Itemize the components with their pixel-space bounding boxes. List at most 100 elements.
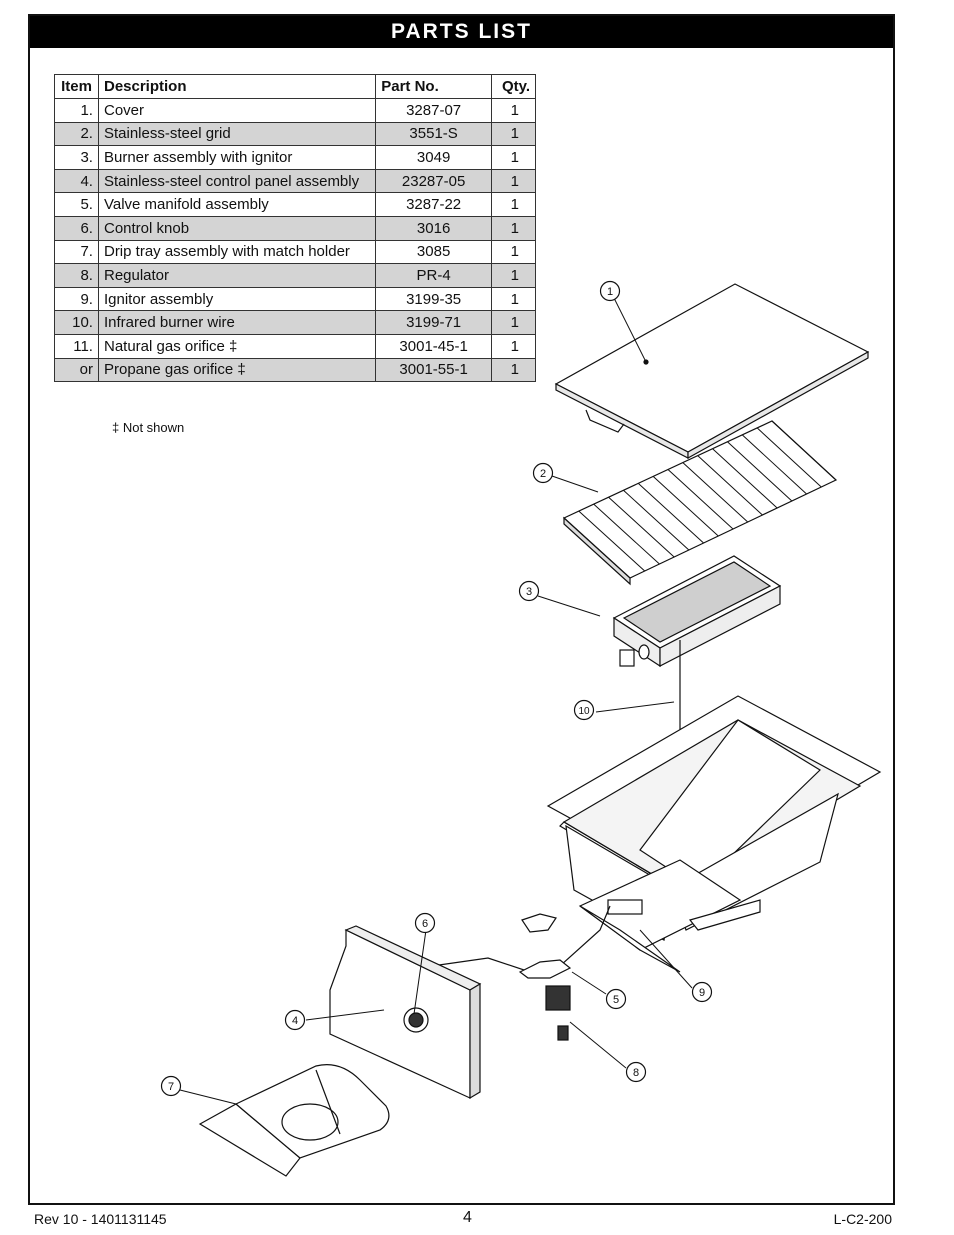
cell-item: 11. (54, 333, 99, 359)
grid-bar (608, 496, 675, 558)
callout-circle (532, 462, 554, 484)
grid-bar (637, 482, 704, 544)
callout-circles: 1 2 3 10 6 4 5 9 8 7 (160, 280, 713, 1097)
page-frame: PARTS LIST Item Description Part No. Qty… (28, 14, 895, 1205)
cell-description: Stainless-steel grid (97, 121, 377, 147)
cell-qty: 1 (491, 98, 536, 123)
burner-drawing (612, 555, 782, 668)
callout-label: 5 (613, 994, 619, 1006)
cell-qty: 1 (491, 357, 536, 383)
cell-qty: 1 (491, 121, 536, 147)
grid-bar (593, 503, 660, 565)
callout-label: 2 (540, 468, 546, 480)
cell-part-no: 3085 (375, 239, 492, 265)
cell-description: Regulator (97, 263, 377, 288)
callout-label: 7 (168, 1081, 174, 1093)
grid-drawing (562, 420, 838, 586)
column-header-part-no: Part No. (375, 74, 492, 99)
callout-circle (518, 580, 540, 602)
grid-bar (623, 489, 690, 551)
cell-part-no: 3287-07 (375, 98, 492, 123)
callout-label: 10 (578, 706, 590, 717)
cell-qty: 1 (491, 263, 536, 288)
cell-description: Ignitor assembly (97, 286, 377, 312)
callout-label: 9 (699, 987, 705, 999)
cell-part-no: 3551-S (375, 121, 492, 147)
cell-qty: 1 (491, 310, 536, 335)
cell-qty: 1 (491, 239, 536, 265)
housing-drawing (546, 695, 882, 973)
callout-circle (691, 981, 713, 1003)
document-code: L-C2-200 (833, 1211, 892, 1227)
grid-bar (771, 420, 837, 481)
cell-item: 6. (54, 215, 99, 241)
cell-description: Natural gas orifice ‡ (97, 333, 377, 359)
cell-part-no: 3199-71 (375, 310, 492, 335)
callout-leaders (179, 297, 693, 1105)
grid-bar (727, 441, 793, 502)
cell-qty: 1 (491, 286, 536, 312)
callout-label: 6 (422, 918, 428, 930)
cover-drawing (554, 283, 870, 460)
column-header-item: Item (54, 74, 99, 99)
table-row: 4.Stainless-steel control panel assembly… (54, 168, 536, 194)
cell-qty: 1 (491, 333, 536, 359)
cell-description: Propane gas orifice ‡ (97, 357, 377, 383)
column-header-description: Description (97, 74, 377, 99)
table-header-row: Item Description Part No. Qty. (54, 74, 536, 99)
not-shown-note: ‡ Not shown (112, 420, 185, 435)
cell-part-no: 3001-45-1 (375, 333, 492, 359)
callout-circle (160, 1075, 182, 1097)
grid-bar (756, 427, 822, 488)
cell-item: 9. (54, 286, 99, 312)
cell-item: 2. (54, 121, 99, 147)
cell-part-no: 3287-22 (375, 192, 492, 217)
grid-bar (697, 455, 763, 516)
drip-tray-drawing (198, 1064, 390, 1177)
cell-description: Drip tray assembly with match holder (97, 239, 377, 265)
cell-item: 8. (54, 263, 99, 288)
revision-label: Rev 10 - 1401131145 (34, 1211, 167, 1227)
callout-circle (625, 1061, 647, 1083)
cell-description: Cover (97, 98, 377, 123)
grid-bar (712, 448, 778, 509)
cell-item: 4. (54, 168, 99, 194)
control-panel-drawing (329, 925, 482, 1100)
cell-part-no: 3016 (375, 215, 492, 241)
cell-item: or (54, 357, 99, 383)
callout-label: 1 (607, 286, 613, 298)
callout-circle (599, 280, 621, 302)
callout-label: 8 (633, 1067, 639, 1079)
cell-qty: 1 (491, 168, 536, 194)
callout-label: 3 (526, 586, 532, 598)
cell-part-no: 3199-35 (375, 286, 492, 312)
cell-part-no: PR-4 (375, 263, 492, 288)
callout-circle (573, 699, 595, 721)
callout-circle (605, 988, 627, 1010)
cell-qty: 1 (491, 145, 536, 170)
cell-description: Control knob (97, 215, 377, 241)
callout-label: 4 (292, 1015, 298, 1027)
page-title: PARTS LIST (30, 16, 893, 48)
cell-description: Infrared burner wire (97, 310, 377, 335)
callout-circle (414, 912, 436, 934)
grid-bar (667, 469, 734, 530)
cell-part-no: 3001-55-1 (375, 357, 492, 383)
grid-bar (682, 462, 749, 523)
cell-description: Stainless-steel control panel assembly (97, 168, 377, 194)
grid-bar (741, 434, 807, 495)
valve-manifold-drawing (431, 905, 611, 1041)
cell-item: 10. (54, 310, 99, 335)
column-header-qty: Qty. (491, 74, 536, 99)
